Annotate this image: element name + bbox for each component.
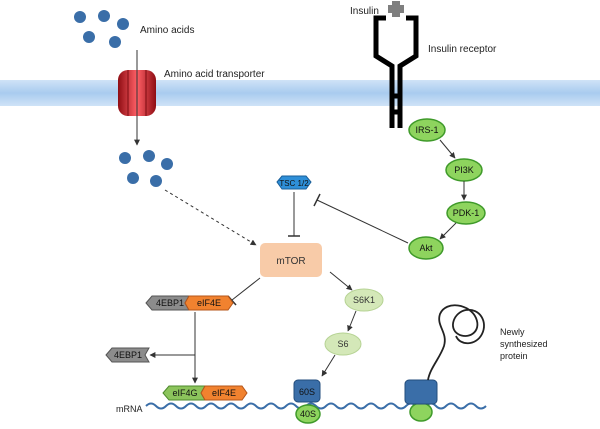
s6k1-node: S6K1 (344, 288, 384, 312)
new-protein-label-line3: protein (500, 351, 528, 361)
tsc-node: TSC 1/2 (276, 175, 312, 190)
s6k1-label: S6K1 (353, 295, 375, 305)
new-protein-label-line1: Newly (500, 327, 525, 337)
4ebp1-eif4e-complex: 4EBP1 eIF4E (145, 295, 234, 311)
mtor-to-s6k1-arrow (329, 271, 353, 291)
s6-node: S6 (324, 332, 362, 356)
eif4e-bound-label: eIF4E (197, 298, 221, 308)
4ebp1-bound-label: 4EBP1 (156, 298, 184, 308)
insulin-receptor-label: Insulin receptor (428, 44, 497, 55)
akt-inhibits-tsc (316, 199, 409, 244)
irs1-to-pi3k-arrow (439, 139, 456, 159)
s6-to-ribosome-arrow (321, 354, 336, 377)
free-4ebp1: 4EBP1 (105, 347, 150, 363)
amino-acid-molecule (117, 18, 129, 30)
amino-acid-molecule (119, 152, 131, 164)
eif4g-eif4e-complex: eIF4G eIF4E (162, 385, 248, 401)
ribosome-60s-label: 60S (299, 387, 315, 397)
irs1-label: IRS-1 (415, 125, 438, 135)
ribosome-60s-shape (293, 379, 321, 403)
eif4e-active-label: eIF4E (212, 388, 236, 398)
akt-label: Akt (419, 243, 433, 253)
new-protein-label-line2: synthesized (500, 339, 548, 349)
tsc-label: TSC 1/2 (279, 179, 309, 188)
amino-acid-molecule (161, 158, 173, 170)
pdk1-node: PDK-1 (446, 201, 486, 225)
amino-acid-molecule (143, 150, 155, 162)
eif4e-bound-shape (184, 295, 234, 311)
amino-acids-extracellular (74, 10, 129, 48)
amino-acids-label: Amino acids (140, 25, 194, 36)
mtor-label: mTOR (276, 256, 305, 267)
amino-acid-molecule (83, 31, 95, 43)
insulin-receptor (373, 15, 419, 128)
pdk1-to-akt-arrow (439, 222, 457, 240)
irs1-node: IRS-1 (408, 118, 446, 142)
amino-acid-transporter-label: Amino acid transporter (164, 69, 265, 80)
insulin-molecule (388, 1, 404, 17)
amino-acid-molecule (74, 11, 86, 23)
ribosome-elongating (404, 379, 438, 422)
amino-acids-intracellular (119, 150, 173, 187)
akt-node: Akt (408, 236, 444, 260)
amino-acid-molecule (127, 172, 139, 184)
amino-acid-molecule (109, 36, 121, 48)
mtor-node: mTOR (260, 243, 322, 277)
mrna-label: mRNA (116, 404, 143, 414)
s6k1-to-s6-arrow (347, 310, 357, 332)
mtor-inhibits-4ebp1 (231, 277, 261, 301)
ribosome-large-subunit (404, 379, 438, 405)
pi3k-label: PI3K (454, 165, 474, 175)
inhibition-bar (313, 193, 321, 207)
amino-acid-to-mtor-arrow (164, 189, 257, 246)
ribosome-initiating: 60S 40S (293, 379, 321, 424)
s6-label: S6 (337, 339, 348, 349)
amino-acid-molecule (150, 175, 162, 187)
ribosome-small-subunit (409, 402, 433, 422)
eif4g-label: eIF4G (172, 388, 197, 398)
free-4ebp1-label: 4EBP1 (114, 350, 142, 360)
insulin-label: Insulin (350, 6, 379, 17)
cell-membrane (0, 80, 600, 106)
ribosome-40s-shape (295, 404, 321, 424)
pi3k-node: PI3K (445, 158, 483, 182)
ribosome-40s-label: 40S (300, 409, 316, 419)
amino-acid-molecule (98, 10, 110, 22)
eif4e-active-shape (200, 385, 248, 401)
pdk1-label: PDK-1 (453, 208, 480, 218)
nascent-protein-chain (427, 304, 485, 381)
